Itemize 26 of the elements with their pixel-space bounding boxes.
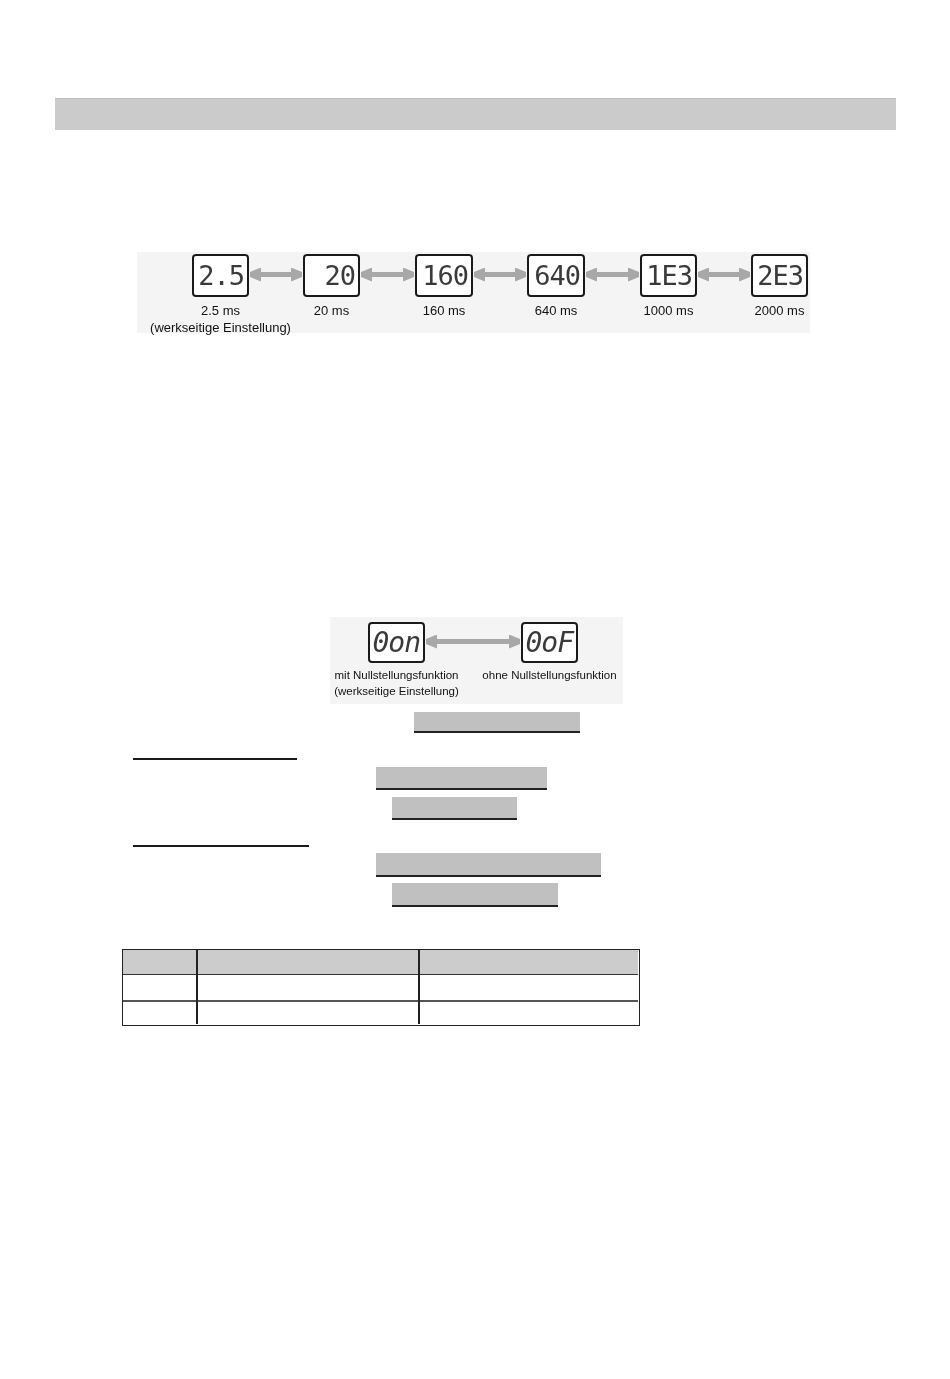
display-caption: 640 ms: [534, 304, 578, 317]
display-caption: (werkseitige Einstellung): [150, 321, 291, 334]
display-caption: 2000 ms: [754, 304, 805, 317]
lcd-display: [192, 254, 249, 297]
lcd-display: [527, 254, 585, 297]
display-readout: 1E3: [646, 262, 692, 289]
display-caption: 160 ms: [422, 304, 466, 317]
display-caption: 1000 ms: [643, 304, 694, 317]
display-readout: 160: [422, 262, 468, 289]
display-caption: 2.5 ms: [201, 304, 240, 317]
lcd-display: [521, 622, 578, 663]
display-readout: 2E3: [757, 262, 803, 289]
display-caption: 20 ms: [313, 304, 350, 317]
lcd-display: [303, 254, 360, 297]
display-caption: mit Nullstellungsfunktion: [334, 670, 459, 682]
display-readout: 2.5: [198, 262, 244, 289]
display-readout: 20: [324, 262, 355, 289]
lcd-display: [751, 254, 808, 297]
lcd-display: [640, 254, 697, 297]
display-readout: 640: [534, 262, 580, 289]
display-caption: (werkseitige Einstellung): [334, 685, 459, 697]
lcd-display: [415, 254, 473, 297]
display-caption: ohne Nullstellungsfunktion: [482, 670, 617, 682]
display-readout: 0oF: [525, 628, 573, 657]
lcd-display: [368, 622, 425, 663]
display-readout: 0on: [372, 628, 420, 657]
